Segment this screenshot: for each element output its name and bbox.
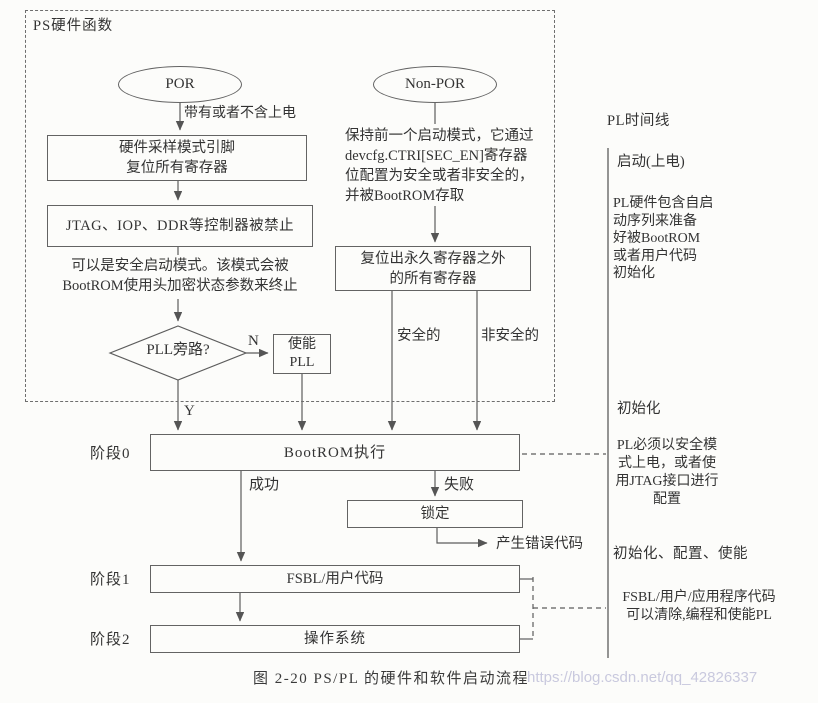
watermark-text: https://blog.csdn.net/qq_42826337 (527, 669, 758, 686)
non-por-note: 保持前一个启动模式，它通过 devcfg.CTRI[SEC_EN]寄存器 位配置… (345, 128, 534, 204)
stage1-label: 阶段1 (90, 572, 131, 588)
fail-label: 失败 (444, 477, 475, 493)
ps-hardware-region (25, 10, 555, 402)
os-box: 操作系统 (150, 625, 520, 653)
enable-pll-box: 使能 PLL (273, 334, 331, 374)
secure-mode-note: 可以是安全启动模式。该模式会被 BootROM使用头加密状态参数来终止 (62, 258, 298, 294)
por-node-label: POR (165, 76, 195, 92)
pll-bypass-decision-label: PLL旁路? (146, 342, 210, 358)
timeline-init-cfg-enable-label: 初始化、配置、使能 (613, 546, 748, 562)
fsbl-box: FSBL/用户代码 (150, 565, 520, 593)
success-label: 成功 (249, 477, 280, 493)
bootrom-box: BootROM执行 (150, 434, 520, 471)
non-por-node-label: Non-POR (404, 76, 465, 92)
ps-region-title: PS硬件函数 (33, 18, 114, 34)
branch-y-label: Y (184, 403, 195, 419)
jtag-disable-box: JTAG、IOP、DDR等控制器被禁止 (47, 205, 313, 247)
timeline-fsbl-note: FSBL/用户/应用程序代码 可以清除,编程和使能PL (622, 590, 776, 623)
stage2-label: 阶段2 (90, 632, 131, 648)
pl-timeline-title: PL时间线 (607, 113, 670, 129)
timeline-boot-note: PL硬件包含自启 动序列来准备 好被BootROM 或者用户代码 初始化 (613, 196, 714, 281)
error-code-label: 产生错误代码 (496, 536, 583, 552)
hw-sample-box: 硬件采样模式引脚 复位所有寄存器 (47, 135, 307, 181)
nonsecure-branch-label: 非安全的 (481, 328, 539, 344)
stage0-label: 阶段0 (90, 446, 131, 462)
figure-caption: 图 2-20 PS/PL 的硬件和软件启动流程 (253, 671, 530, 687)
secure-branch-label: 安全的 (397, 328, 441, 344)
lockdown-box: 锁定 (347, 500, 523, 528)
reset-registers-box: 复位出永久寄存器之外 的所有寄存器 (335, 246, 531, 291)
branch-n-label: N (248, 333, 259, 349)
timeline-init-label: 初始化 (617, 401, 661, 417)
non-por-node: Non-POR (373, 66, 497, 103)
por-edge-label: 带有或者不含上电 (184, 106, 296, 121)
timeline-secure-note: PL必须以安全模 式上电，或者使 用JTAG接口进行 配置 (615, 438, 719, 507)
por-node: POR (118, 66, 242, 103)
timeline-boot-label: 启动(上电) (617, 154, 685, 170)
